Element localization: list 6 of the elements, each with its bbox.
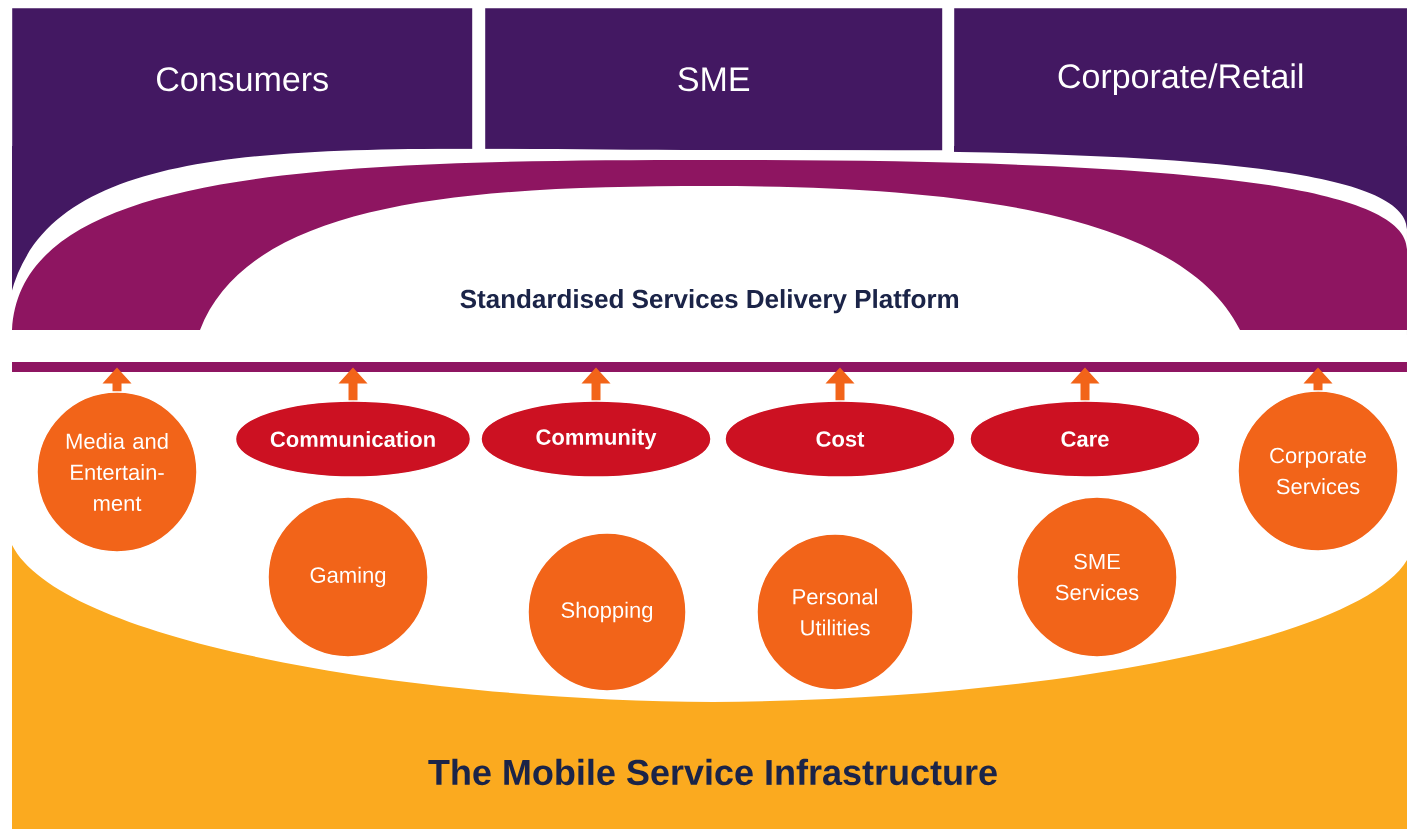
platform-band: Standardised Services Delivery Platform bbox=[5, 146, 1407, 372]
node-label: Corporate/Retail bbox=[1058, 63, 1303, 96]
segment-box: Corporate/Retail bbox=[954, 8, 1407, 151]
segment-box: SME bbox=[485, 8, 943, 151]
node-label: Consumers bbox=[157, 67, 328, 92]
segment-box: Consumers bbox=[12, 8, 473, 151]
